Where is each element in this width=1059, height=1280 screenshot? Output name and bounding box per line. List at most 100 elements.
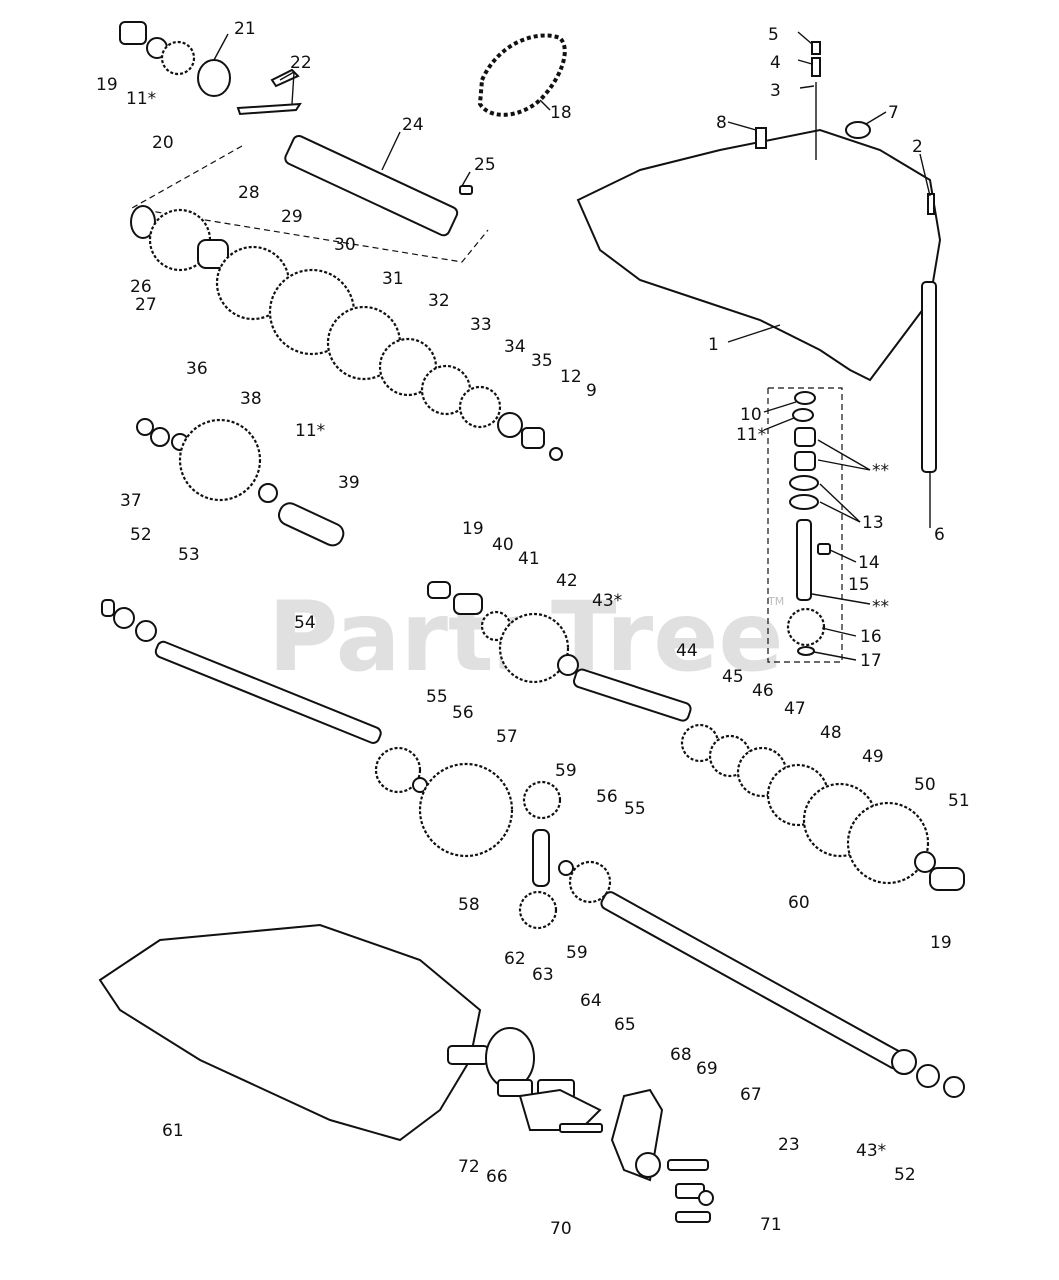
callout-49: 49 <box>862 747 884 767</box>
callout-43: 43* <box>592 591 622 611</box>
callout-12: 12 <box>560 367 582 387</box>
part-42-gear <box>498 612 570 684</box>
part-43-washer-c <box>916 1064 940 1088</box>
callout-20: 20 <box>152 133 174 153</box>
callout-27: 27 <box>135 295 157 315</box>
part-72-pad <box>497 1079 533 1097</box>
part-60-axle <box>600 891 905 1070</box>
callout-6: 6 <box>934 525 945 545</box>
callout-13: 13 <box>862 513 884 533</box>
callout-58: 58 <box>458 895 480 915</box>
callout-21: 21 <box>234 19 256 39</box>
callout-50: 50 <box>914 775 936 795</box>
part-61-lower-housing <box>98 923 482 1142</box>
callout-11-b: 11* <box>295 421 325 441</box>
part-19-bushing-c <box>929 867 965 891</box>
callout-65: 65 <box>614 1015 636 1035</box>
part-55-bevel-a <box>374 746 422 794</box>
gear-stack-lower <box>680 723 965 891</box>
part-20-sprocket <box>160 40 196 76</box>
callout-double-star-b: ** <box>872 597 889 617</box>
callout-3: 3 <box>770 81 781 101</box>
part-7-cap <box>845 121 871 139</box>
part-38-cluster-gear <box>178 418 262 502</box>
part-22-key <box>236 102 302 116</box>
part-19-bushing-b <box>427 581 451 599</box>
callout-14: 14 <box>858 553 880 573</box>
bearing-b <box>794 451 816 471</box>
callout-23: 23 <box>778 1135 800 1155</box>
callout-62: 62 <box>504 949 526 969</box>
callout-17: 17 <box>860 651 882 671</box>
part-57-ring-gear <box>418 762 514 858</box>
gear-stack-upper <box>130 205 563 461</box>
part-6-shift-rod <box>921 281 937 473</box>
callout-69: 69 <box>696 1059 718 1079</box>
callout-47: 47 <box>784 699 806 719</box>
part-43-washer-b <box>891 1049 917 1075</box>
callout-7: 7 <box>888 103 899 123</box>
callout-11: 11* <box>126 89 156 109</box>
callout-44: 44 <box>676 641 698 661</box>
callout-25: 25 <box>474 155 496 175</box>
callout-double-star-a: ** <box>872 461 889 481</box>
callout-39: 39 <box>338 473 360 493</box>
part-2-bolt <box>927 193 935 215</box>
callout-55: 55 <box>426 687 448 707</box>
bevel-shaft-group <box>786 391 831 656</box>
callout-35: 35 <box>531 351 553 371</box>
callout-19-c: 19 <box>930 933 952 953</box>
callout-48: 48 <box>820 723 842 743</box>
part-56-ring-b <box>558 860 574 876</box>
callout-41: 41 <box>518 549 540 569</box>
part-34-gear <box>458 385 502 429</box>
part-40-bushing <box>453 593 483 615</box>
part-55-bevel-b <box>568 860 612 904</box>
part-13-washer-b <box>789 494 819 510</box>
callout-52-b: 52 <box>894 1165 916 1185</box>
part-21-seal <box>197 59 231 97</box>
callout-59: 59 <box>555 761 577 781</box>
part-17-ring <box>797 646 815 656</box>
callout-67: 67 <box>740 1085 762 1105</box>
upper-shaft-assembly <box>119 21 489 263</box>
part-13-washer-a <box>789 475 819 491</box>
part-25-pin <box>459 185 473 195</box>
part-50-gear <box>846 801 930 885</box>
part-37-washer <box>150 427 170 447</box>
middle-shaft-group <box>101 581 692 744</box>
part-53-washer-b <box>135 620 157 642</box>
idler-gear-group <box>136 418 345 547</box>
part-51-washer <box>914 851 936 873</box>
callout-57: 57 <box>496 727 518 747</box>
callout-52: 52 <box>130 525 152 545</box>
callout-4: 4 <box>770 53 781 73</box>
part-15-shaft <box>796 519 812 601</box>
callout-70: 70 <box>550 1219 572 1239</box>
callout-68: 68 <box>670 1045 692 1065</box>
part-54-axle-shaft <box>154 640 382 744</box>
callout-51: 51 <box>948 791 970 811</box>
callout-37: 37 <box>120 491 142 511</box>
part-28-bushing <box>197 239 229 269</box>
callout-33: 33 <box>470 315 492 335</box>
part-59-bevel-bottom <box>518 890 558 930</box>
callout-22: 22 <box>290 53 312 73</box>
callout-38: 38 <box>240 389 262 409</box>
part-10-ring <box>794 391 816 405</box>
part-8-bolt <box>755 127 767 149</box>
callout-61: 61 <box>162 1121 184 1141</box>
callout-5: 5 <box>768 25 779 45</box>
callout-34: 34 <box>504 337 526 357</box>
callout-9: 9 <box>586 381 597 401</box>
callout-63: 63 <box>532 965 554 985</box>
part-12-bushing <box>521 427 545 449</box>
callout-18: 18 <box>550 103 572 123</box>
output-axle-group <box>600 891 965 1098</box>
part-62-pad <box>447 1045 489 1065</box>
callout-54: 54 <box>294 613 316 633</box>
part-69-washer <box>635 1152 661 1178</box>
part-52-ring <box>101 599 115 617</box>
part-9-ring <box>549 447 563 461</box>
